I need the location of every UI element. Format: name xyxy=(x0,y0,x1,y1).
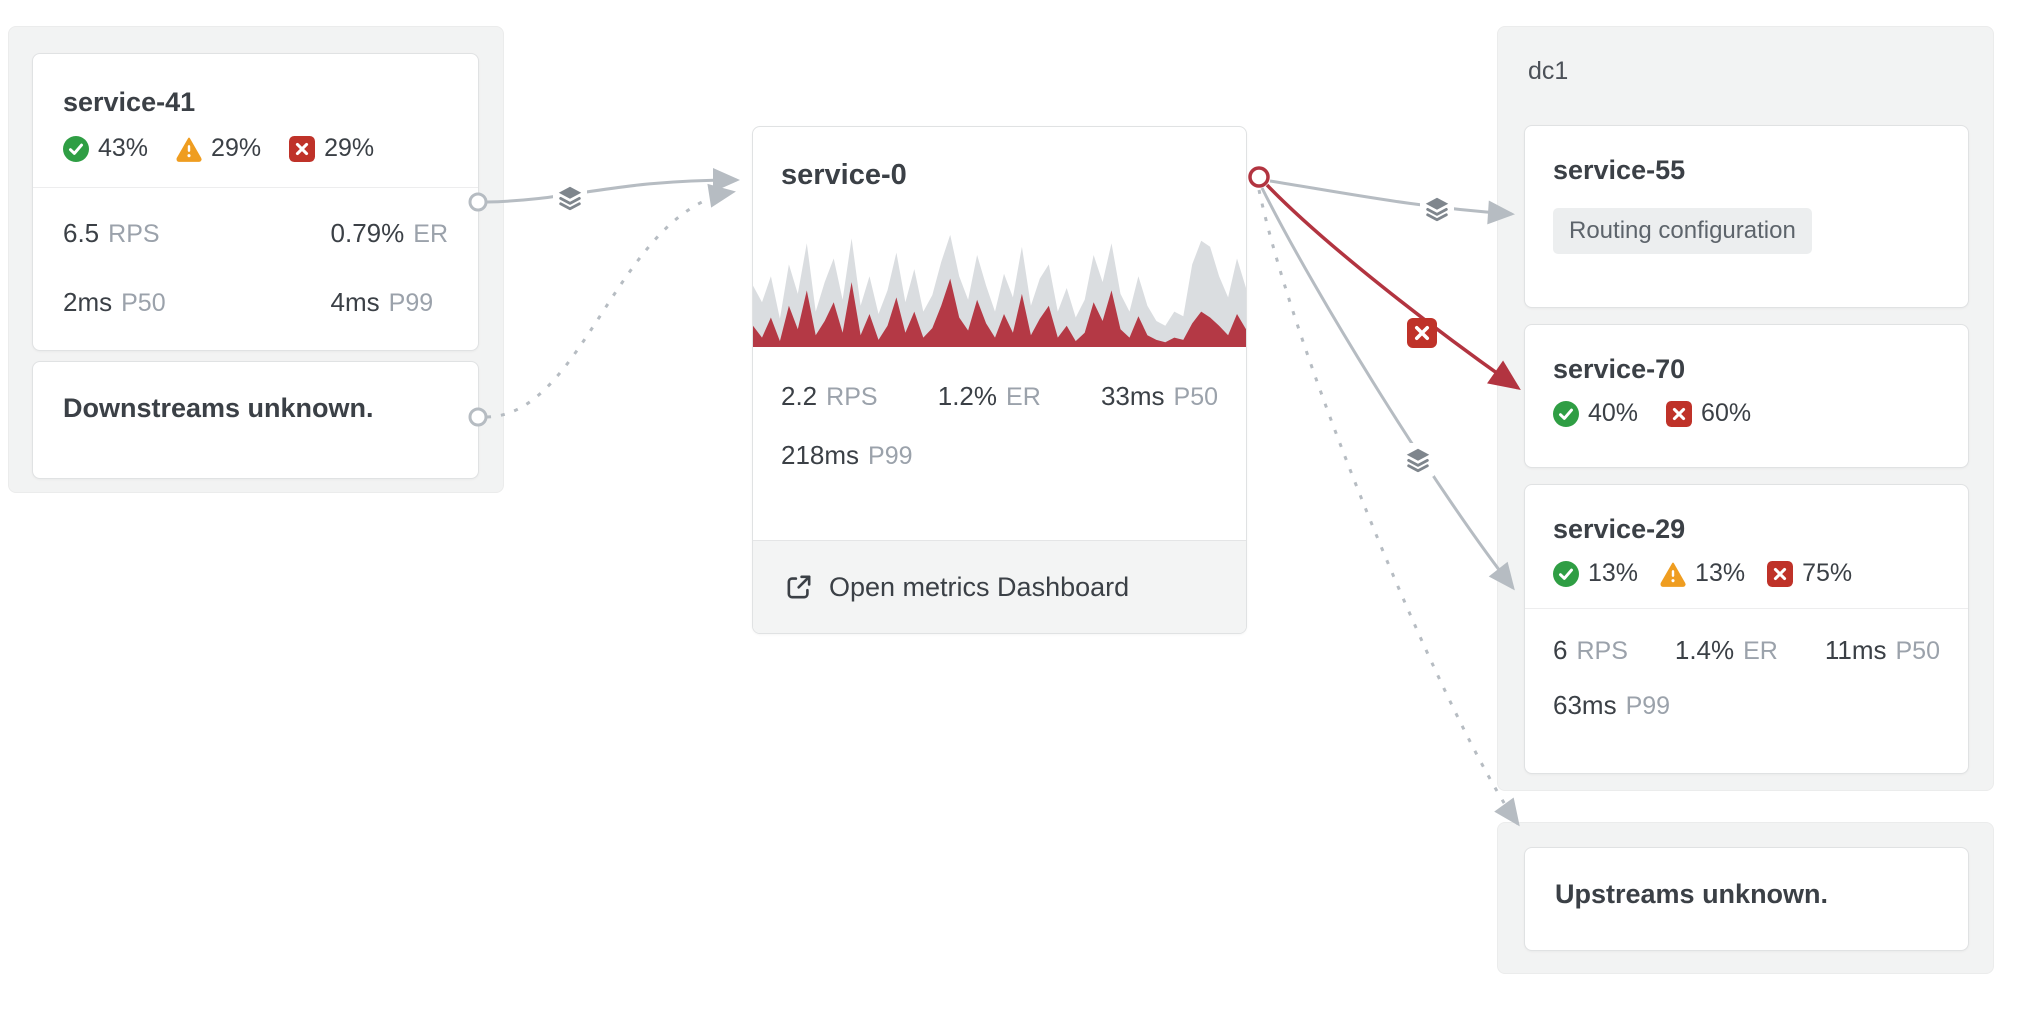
status-badge-row: 40% 60% xyxy=(1553,399,1940,428)
service-node-service-41[interactable]: service-41 43% 29% 29% xyxy=(32,53,479,351)
card-head: service-0 xyxy=(753,127,1246,229)
traffic-sparkline xyxy=(753,229,1246,347)
service-node-service-29[interactable]: service-29 13% 13% 75% xyxy=(1524,484,1969,774)
success-icon xyxy=(63,135,89,162)
badge-value: 13% xyxy=(1695,559,1746,587)
downstream-group-panel: service-41 43% 29% 29% xyxy=(8,26,504,493)
service-node-service-70[interactable]: service-70 40% 60% xyxy=(1524,324,1969,468)
warning-rate-badge: 29% xyxy=(176,134,261,163)
badge-value: 75% xyxy=(1802,559,1853,587)
badge-value: 60% xyxy=(1701,399,1752,427)
open-metrics-dashboard-link[interactable]: Open metrics Dashboard xyxy=(753,540,1246,633)
error-rate-badge: 75% xyxy=(1767,559,1852,588)
error-icon xyxy=(1666,400,1693,427)
status-badge-row: 13% 13% 75% xyxy=(1553,559,1940,588)
layers-icon xyxy=(1420,192,1454,226)
node-title: service-55 xyxy=(1553,155,1686,185)
node-title: Downstreams unknown. xyxy=(63,393,374,423)
edge-downstreams-to-service0[interactable] xyxy=(486,183,736,419)
card-head: service-41 43% 29% 29% xyxy=(33,54,478,187)
edge-service0-to-service29[interactable] xyxy=(1260,187,1515,591)
service-node-service-55[interactable]: service-55 Routing configuration xyxy=(1524,125,1969,308)
dc1-group-panel: dc1 service-55 Routing configuration ser… xyxy=(1497,26,1994,791)
edge-service41-to-service0[interactable] xyxy=(486,168,740,204)
edge-service0-to-service55[interactable] xyxy=(1269,179,1515,225)
downstreams-unknown-card[interactable]: Downstreams unknown. xyxy=(32,361,479,479)
metric-er: 0.79%ER xyxy=(330,218,448,248)
success-rate-badge: 43% xyxy=(63,134,148,163)
success-icon xyxy=(1553,400,1579,427)
warning-rate-badge: 13% xyxy=(1660,559,1745,588)
node-title: service-41 xyxy=(63,87,196,117)
warning-icon xyxy=(176,136,202,162)
group-label: dc1 xyxy=(1528,57,1569,85)
error-edge-icon xyxy=(1407,318,1437,348)
status-badge-row: 43% 29% 29% xyxy=(63,134,448,163)
error-rate-badge: 29% xyxy=(289,134,374,163)
node-title: Upstreams unknown. xyxy=(1555,879,1829,909)
metric-er: 1.2%ER xyxy=(937,381,1041,411)
footer-link-label: Open metrics Dashboard xyxy=(829,571,1130,602)
success-icon xyxy=(1553,560,1579,587)
badge-value: 40% xyxy=(1588,399,1639,427)
badge-value: 29% xyxy=(211,134,262,162)
upstreams-unknown-card[interactable]: Upstreams unknown. xyxy=(1524,847,1969,951)
connection-handle-service0 xyxy=(1248,166,1270,188)
success-rate-badge: 40% xyxy=(1553,399,1638,428)
sparkline-total-series xyxy=(753,234,1246,347)
card-head: service-29 13% 13% 75% xyxy=(1525,485,1968,608)
error-rate-badge: 60% xyxy=(1666,399,1751,428)
error-icon xyxy=(1767,560,1794,587)
upstreams-group-panel: Upstreams unknown. xyxy=(1497,822,1994,974)
error-icon xyxy=(289,135,316,162)
badge-value: 29% xyxy=(324,134,375,162)
node-title: service-70 xyxy=(1553,354,1686,384)
metric-er: 1.4%ER xyxy=(1674,635,1778,665)
node-title: service-29 xyxy=(1553,514,1686,544)
edge-service0-to-upstreams[interactable] xyxy=(1257,189,1520,827)
node-title: service-0 xyxy=(781,159,907,191)
warning-icon xyxy=(1660,561,1686,587)
sparkline-error-series xyxy=(753,278,1246,347)
badge-value: 43% xyxy=(98,134,149,162)
layers-icon xyxy=(1401,443,1435,477)
layers-icon xyxy=(553,181,587,215)
edge-service0-to-service70[interactable] xyxy=(1265,183,1521,391)
routing-configuration-chip[interactable]: Routing configuration xyxy=(1553,208,1812,254)
success-rate-badge: 13% xyxy=(1553,559,1638,588)
external-link-icon xyxy=(785,573,813,601)
badge-value: 13% xyxy=(1588,559,1639,587)
